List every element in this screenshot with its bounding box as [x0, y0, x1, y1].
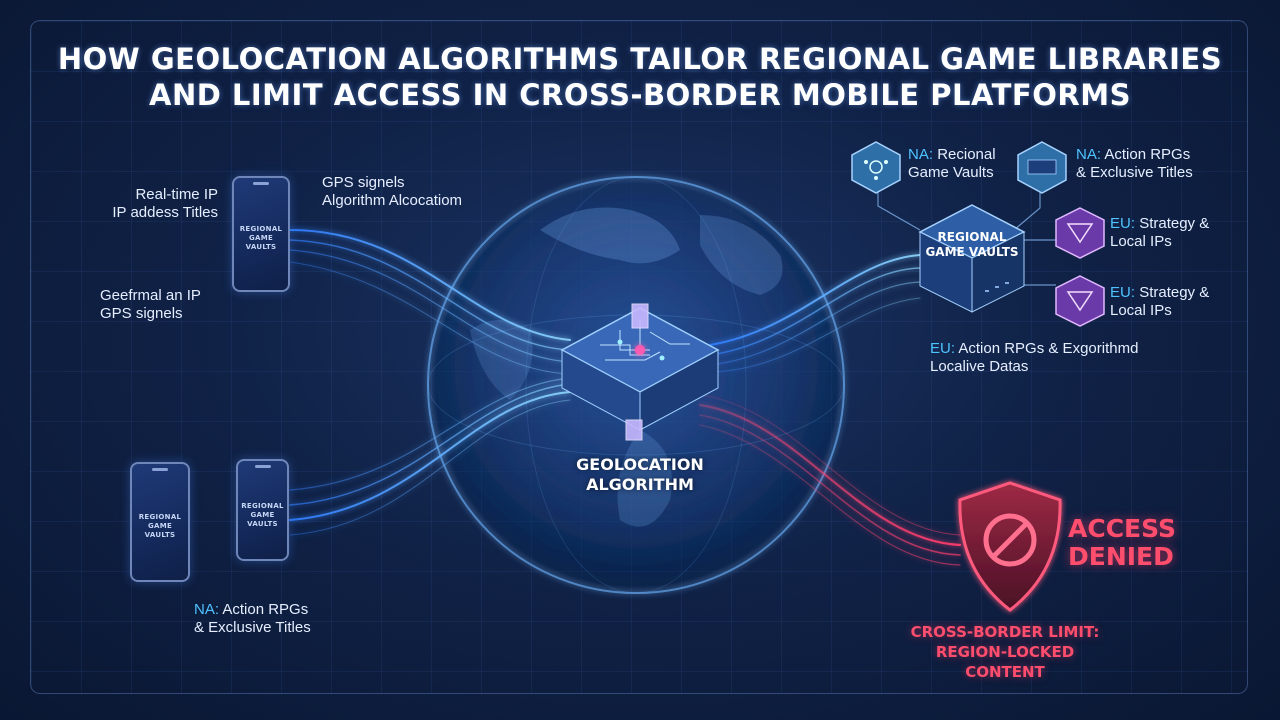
algorithm-label: GEOLOCATION ALGORITHM — [540, 455, 740, 495]
phone-top: REGIONAL GAME VAULTS — [232, 176, 290, 292]
access-denied-label: ACCESS DENIED — [1068, 515, 1176, 571]
label-line: NA: Action RPGs — [1076, 146, 1216, 164]
label-line: EU: Strategy & — [1110, 284, 1220, 302]
label-gps-algorithm: GPS signels Algorithm Alcocatiom — [322, 174, 512, 210]
label-geefrmal-ip: Geefrmal an IP GPS signels — [100, 287, 220, 323]
label-line: Geefrmal an IP — [100, 287, 201, 304]
label-line: CROSS-BORDER LIMIT: — [910, 623, 1100, 641]
label-line: EU: Strategy & — [1110, 215, 1220, 233]
label-text: Action RPGs — [222, 601, 309, 618]
label-line: Localive Datas — [930, 358, 1029, 375]
phone-bottom-left: REGIONAL GAME VAULTS — [130, 462, 190, 582]
label-line: Real-time IP — [135, 186, 218, 203]
label-line: EU: Action RPGs & Exgorithmd — [930, 340, 1170, 358]
main-vault-cube — [918, 204, 1026, 313]
na-vault-icon — [851, 141, 901, 194]
label-line: DENIED — [1068, 542, 1174, 571]
region-prefix: NA: — [194, 601, 220, 618]
label-na-action-rpgs: NA: Action RPGs & Exclusive Titles — [194, 601, 334, 637]
label-line: GPS signels — [322, 174, 405, 191]
label-eu-action-localive: EU: Action RPGs & Exgorithmd Localive Da… — [930, 340, 1170, 376]
data-streams-blue — [289, 229, 921, 536]
label-line: ACCESS — [1068, 514, 1177, 543]
label-line: & Exclusive Titles — [194, 619, 311, 636]
label-line: REGION-LOCKED CONTENT — [935, 643, 1075, 681]
phone-screen-text: REGIONAL GAME VAULTS — [241, 502, 284, 529]
label-line: Local IPs — [1110, 302, 1172, 319]
region-prefix: EU: — [930, 340, 956, 357]
eu-strategy-vault-icon-1 — [1055, 207, 1105, 259]
cross-border-limit-label: CROSS-BORDER LIMIT: REGION-LOCKED CONTEN… — [895, 622, 1115, 682]
region-prefix: EU: — [1110, 215, 1136, 232]
label-realtime-ip: Real-time IP IP addess Titles — [98, 186, 218, 222]
label-line: GAME VAULTS — [925, 245, 1019, 259]
phone-bottom-middle: REGIONAL GAME VAULTS — [236, 459, 289, 561]
eu-strategy-vault-icon-2 — [1055, 275, 1105, 327]
label-line: Game Vaults — [908, 164, 994, 181]
algorithm-chip — [560, 303, 720, 441]
label-text: Action RPGs & Exgorithmd — [958, 340, 1139, 357]
label-text: Action RPGs — [1104, 146, 1191, 163]
label-eu-strategy-1: EU: Strategy & Local IPs — [1110, 215, 1220, 251]
na-action-vault-icon — [1017, 141, 1067, 194]
label-line: ALGORITHM — [586, 475, 694, 494]
label-line: GPS signels — [100, 305, 183, 322]
label-text: Recional — [937, 146, 996, 163]
label-na-action-titles: NA: Action RPGs & Exclusive Titles — [1076, 146, 1216, 182]
label-line: & Exclusive Titles — [1076, 164, 1193, 181]
phone-screen-text: REGIONAL GAME VAULTS — [138, 512, 182, 539]
title-line-2: AND LIMIT ACCESS IN CROSS-BORDER MOBILE … — [149, 78, 1131, 112]
label-na-regional-vaults: NA: Recional Game Vaults — [908, 146, 1018, 182]
label-line: REGIONAL — [937, 230, 1007, 244]
region-prefix: NA: — [1076, 146, 1102, 163]
label-line: NA: Recional — [908, 146, 1018, 164]
region-prefix: EU: — [1110, 284, 1136, 301]
label-text: Strategy & — [1139, 215, 1210, 232]
phone-screen-text: REGIONAL GAME VAULTS — [239, 225, 283, 252]
label-text: Strategy & — [1139, 284, 1210, 301]
phone-notch — [253, 182, 269, 185]
region-prefix: NA: — [908, 146, 934, 163]
label-line: Local IPs — [1110, 233, 1172, 250]
title-line-1: HOW GEOLOCATION ALGORITHMS TAILOR REGION… — [57, 42, 1223, 76]
label-line: NA: Action RPGs — [194, 601, 334, 619]
phone-notch — [152, 468, 168, 471]
vault-connectors — [877, 188, 1056, 286]
data-streams-red — [698, 394, 962, 566]
label-eu-strategy-2: EU: Strategy & Local IPs — [1110, 284, 1220, 320]
label-line: GEOLOCATION — [576, 455, 704, 474]
label-line: Algorithm Alcocatiom — [322, 192, 463, 209]
main-vault-label: REGIONAL GAME VAULTS — [920, 230, 1024, 260]
access-denied-shield-icon — [958, 481, 1062, 612]
label-line: IP addess Titles — [112, 204, 218, 221]
phone-notch — [254, 465, 271, 468]
